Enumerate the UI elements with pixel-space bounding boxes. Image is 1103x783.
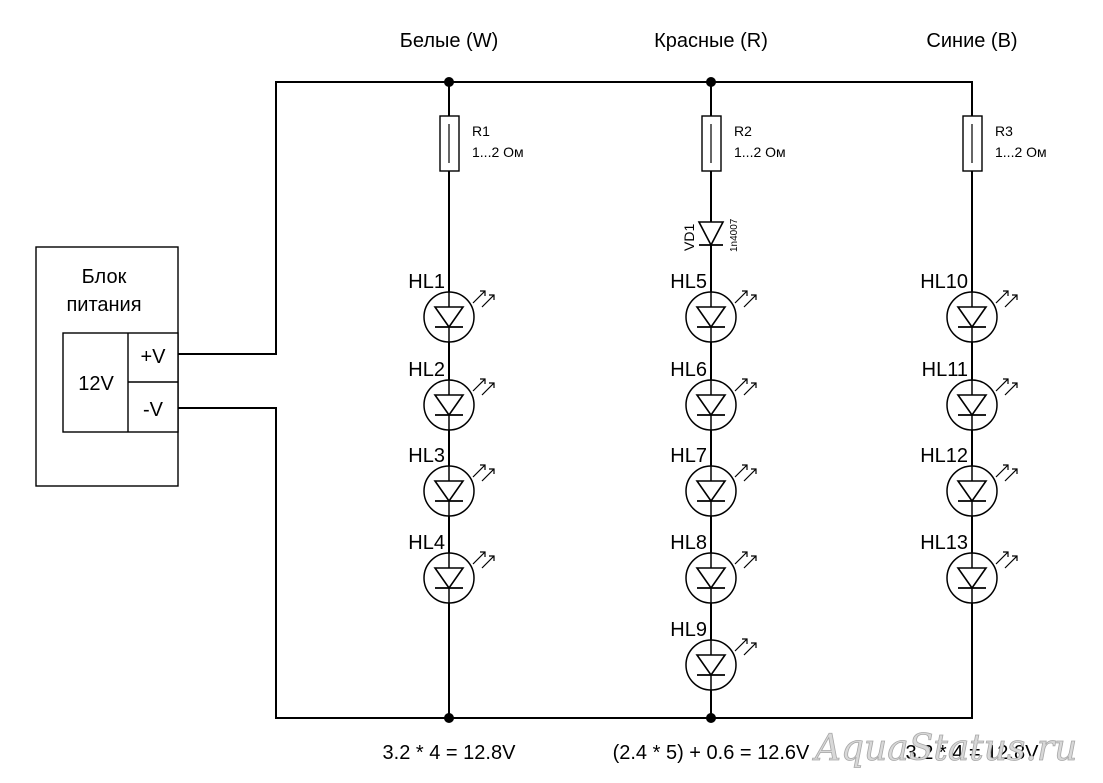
light-arrow-icon	[734, 464, 748, 478]
resistor-name: R1	[472, 123, 490, 139]
led-hl7: HL7	[670, 445, 757, 517]
resistor-value: 1...2 Ом	[995, 144, 1047, 160]
led-label: HL2	[408, 359, 445, 381]
light-arrow-icon	[743, 294, 757, 308]
resistor-r1: R1 1...2 Ом	[439, 115, 524, 172]
led-label: HL1	[408, 271, 445, 293]
column-title-blue: Синие (B)	[926, 30, 1017, 52]
led-label: HL13	[920, 532, 968, 554]
terminal-minus-label: -V	[143, 399, 164, 421]
resistor-name: R3	[995, 123, 1013, 139]
light-arrow-icon	[481, 468, 495, 482]
led-hl4: HL4	[408, 532, 495, 604]
power-supply-title-line1: Блок	[82, 266, 127, 288]
watermark: AquaStatus.ru	[812, 728, 1077, 769]
led-hl10: HL10	[920, 271, 1018, 343]
led-label: HL11	[922, 359, 968, 381]
led-label: HL12	[920, 445, 968, 467]
diode-vd1: VD1 1n4007	[681, 218, 740, 252]
positive-rail	[178, 81, 973, 355]
light-arrow-icon	[472, 464, 486, 478]
resistor-value: 1...2 Ом	[734, 144, 786, 160]
led-label: HL7	[670, 445, 707, 467]
led-label: HL10	[920, 271, 968, 293]
led-hl3: HL3	[408, 445, 495, 517]
formula-blue: 3.2 * 4 = 12.8V	[906, 742, 1040, 764]
light-arrow-icon	[481, 382, 495, 396]
column-title-red: Красные (R)	[654, 30, 768, 52]
light-arrow-icon	[734, 290, 748, 304]
resistor-value: 1...2 Ом	[472, 144, 524, 160]
light-arrow-icon	[1004, 382, 1018, 396]
negative-rail	[178, 407, 973, 719]
led-hl1: HL1	[408, 271, 495, 343]
wires	[178, 81, 973, 719]
light-arrow-icon	[995, 551, 1009, 565]
light-arrow-icon	[734, 638, 748, 652]
light-arrow-icon	[734, 378, 748, 392]
junction-dot	[706, 77, 716, 87]
light-arrow-icon	[472, 290, 486, 304]
power-supply-voltage: 12V	[78, 373, 114, 395]
column-title-white: Белые (W)	[400, 30, 499, 52]
light-arrow-icon	[743, 642, 757, 656]
led-hl13: HL13	[920, 532, 1018, 604]
formula-white: 3.2 * 4 = 12.8V	[383, 742, 517, 764]
diode-name: VD1	[681, 224, 697, 251]
light-arrow-icon	[1004, 294, 1018, 308]
led-hl6: HL6	[670, 359, 757, 431]
led-label: HL3	[408, 445, 445, 467]
light-arrow-icon	[472, 378, 486, 392]
terminal-plus-label: +V	[140, 346, 166, 368]
led-hl9: HL9	[670, 619, 757, 691]
light-arrow-icon	[1004, 468, 1018, 482]
led-label: HL8	[670, 532, 707, 554]
led-hl12: HL12	[920, 445, 1018, 517]
light-arrow-icon	[995, 290, 1009, 304]
led-label: HL6	[670, 359, 707, 381]
light-arrow-icon	[995, 378, 1009, 392]
light-arrow-icon	[743, 555, 757, 569]
junction-dot	[444, 713, 454, 723]
light-arrow-icon	[481, 294, 495, 308]
light-arrow-icon	[472, 551, 486, 565]
power-supply-title-line2: питания	[66, 294, 141, 316]
led-hl2: HL2	[408, 359, 495, 431]
resistor-r3: R3 1...2 Ом	[962, 115, 1047, 172]
led-hl8: HL8	[670, 532, 757, 604]
led-hl5: HL5	[670, 271, 757, 343]
light-arrow-icon	[734, 551, 748, 565]
formula-red: (2.4 * 5) + 0.6 = 12.6V	[613, 742, 810, 764]
light-arrow-icon	[743, 468, 757, 482]
resistor-r2: R2 1...2 Ом	[701, 115, 786, 172]
led-label: HL4	[408, 532, 445, 554]
led-label: HL5	[670, 271, 707, 293]
light-arrow-icon	[1004, 555, 1018, 569]
power-supply: Блок питания 12V +V -V	[35, 246, 179, 487]
led-hl11: HL11	[922, 359, 1018, 431]
light-arrow-icon	[995, 464, 1009, 478]
light-arrow-icon	[743, 382, 757, 396]
led-label: HL9	[670, 619, 707, 641]
light-arrow-icon	[481, 555, 495, 569]
junction-dot	[706, 713, 716, 723]
resistor-name: R2	[734, 123, 752, 139]
diode-symbol	[697, 221, 725, 247]
diode-part-number: 1n4007	[729, 218, 740, 252]
junction-dot	[444, 77, 454, 87]
